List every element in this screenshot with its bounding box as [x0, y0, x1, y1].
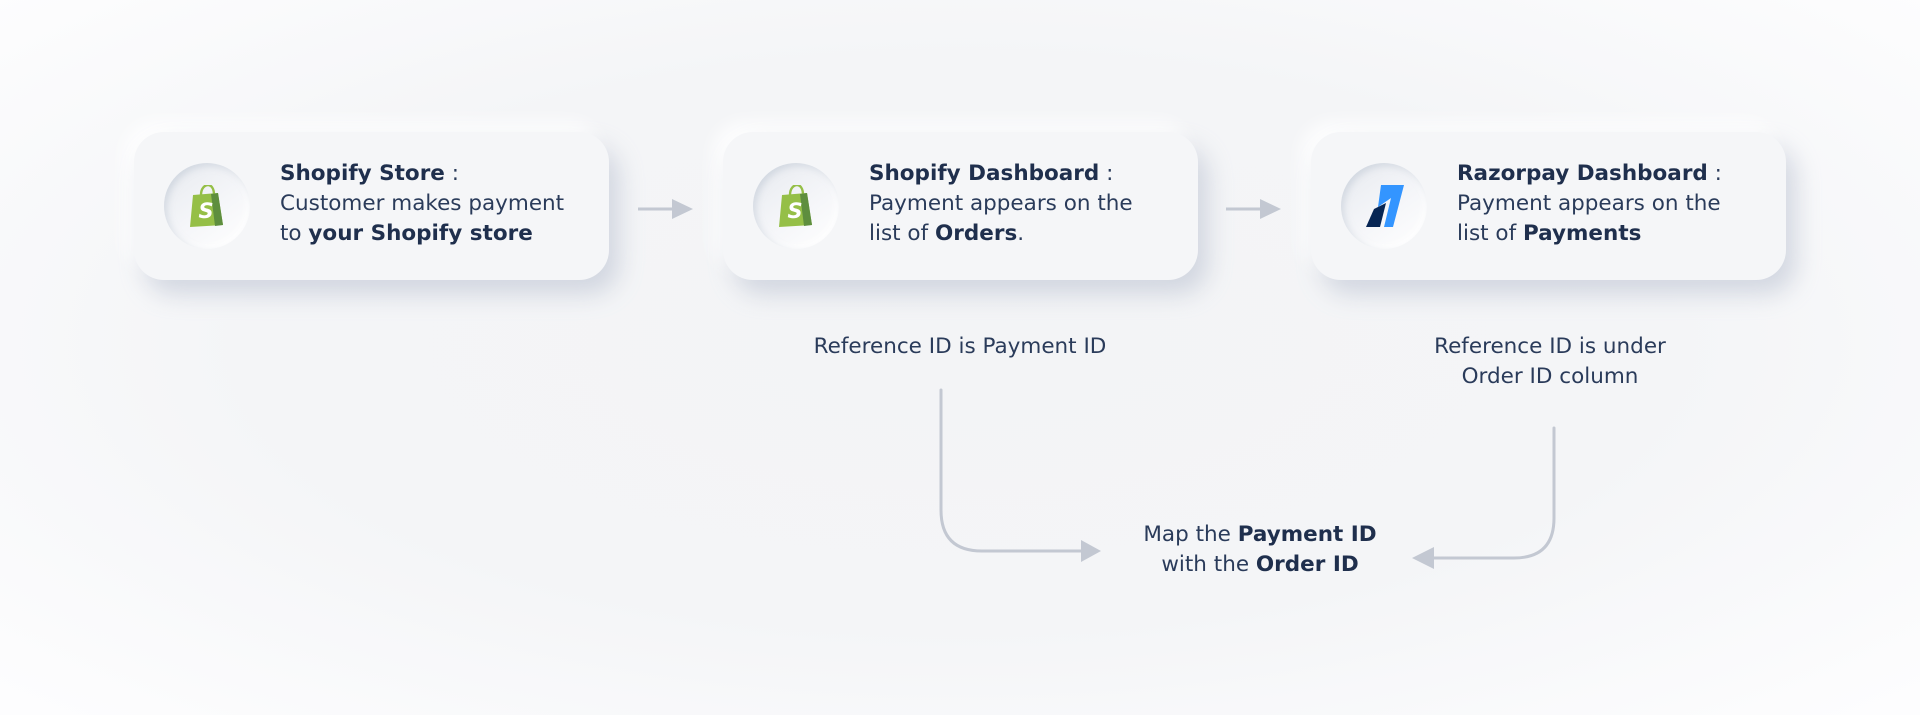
- step-card-razorpay-dashboard: Razorpay Dashboard : Payment appears on …: [1311, 132, 1786, 280]
- icon-badge: S: [164, 163, 250, 249]
- mapping-instruction: Map the Payment ID with the Order ID: [1060, 520, 1460, 580]
- note-line-2: Order ID column: [1461, 364, 1639, 389]
- step-line-2-highlight: Payments: [1522, 221, 1642, 246]
- svg-text:S: S: [787, 199, 802, 223]
- icon-badge: [1341, 163, 1427, 249]
- mapping-line-2-prefix: with the: [1161, 552, 1256, 577]
- icon-badge: S: [753, 163, 839, 249]
- flow-arrow-2: [1226, 199, 1281, 219]
- razorpay-logo-icon: [1366, 185, 1404, 227]
- shopify-reference-note: Reference ID is Payment ID: [760, 332, 1160, 362]
- flow-arrow-1: [638, 199, 693, 219]
- connector-left: [939, 388, 1085, 553]
- step-title: Razorpay Dashboard: [1457, 161, 1708, 186]
- razorpay-reference-note: Reference ID is under Order ID column: [1350, 332, 1750, 392]
- step-card-shopify-store: S Shopify Store : Customer makes payment…: [134, 132, 609, 280]
- title-separator: :: [444, 161, 459, 186]
- step-line-2-highlight: your Shopify store: [308, 221, 533, 246]
- step-description: Shopify Store : Customer makes payment t…: [280, 159, 596, 249]
- connector-left-arrowhead: [1081, 540, 1101, 562]
- step-description: Razorpay Dashboard : Payment appears on …: [1457, 159, 1773, 249]
- step-line-1: Payment appears on the: [869, 191, 1133, 216]
- step-description: Shopify Dashboard : Payment appears on t…: [869, 159, 1185, 249]
- mapping-payment-id: Payment ID: [1237, 522, 1377, 547]
- title-separator: :: [1099, 161, 1114, 186]
- step-line-2-suffix: .: [1017, 221, 1025, 246]
- step-line-2-highlight: Orders: [934, 221, 1018, 246]
- step-title: Shopify Dashboard: [869, 161, 1100, 186]
- connector-right: [1430, 426, 1556, 560]
- mapping-order-id: Order ID: [1255, 552, 1359, 577]
- connector-right-arrowhead: [1412, 547, 1434, 569]
- step-card-shopify-dashboard: S Shopify Dashboard : Payment appears on…: [723, 132, 1198, 280]
- step-line-2-prefix: list of: [1457, 221, 1523, 246]
- mapping-line-1-prefix: Map the: [1143, 522, 1238, 547]
- shopify-bag-icon: S: [190, 185, 223, 227]
- step-line-2-prefix: list of: [869, 221, 935, 246]
- note-line: Reference ID is Payment ID: [813, 334, 1107, 359]
- svg-text:S: S: [198, 199, 213, 223]
- title-separator: :: [1707, 161, 1722, 186]
- note-line-1: Reference ID is under: [1434, 334, 1666, 359]
- step-line-2-prefix: to: [280, 221, 309, 246]
- step-line-1: Customer makes payment: [280, 191, 565, 216]
- step-line-1: Payment appears on the: [1457, 191, 1721, 216]
- shopify-bag-icon: S: [779, 185, 812, 227]
- step-title: Shopify Store: [280, 161, 445, 186]
